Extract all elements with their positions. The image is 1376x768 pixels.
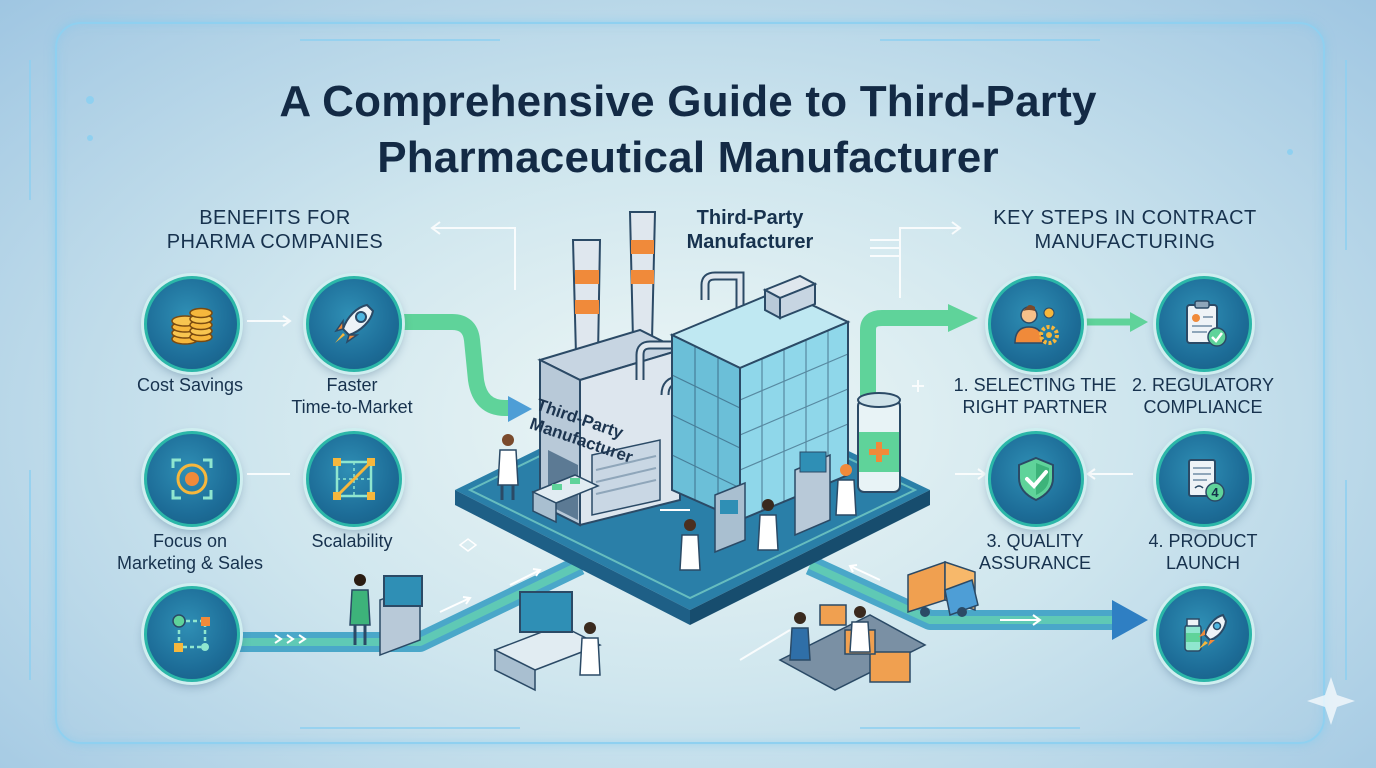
- flow-path-bottom-left: [238, 555, 585, 652]
- rocket-icon: [306, 276, 402, 372]
- step-label-line1: 4. PRODUCT: [1148, 531, 1258, 551]
- benefit-label-focus: Focus on Marketing & Sales: [90, 530, 290, 574]
- chimney-left: [571, 239, 602, 356]
- step-label-line1: 1. SELECTING THE: [953, 375, 1117, 395]
- packaging-conveyor: [778, 604, 927, 691]
- svg-text:4: 4: [1211, 485, 1219, 500]
- center-heading: Third-Party Manufacturer: [650, 206, 850, 254]
- benefit-label-line1: Faster: [326, 375, 378, 395]
- coins-icon: [144, 276, 240, 372]
- benefit-label-line2: Marketing & Sales: [116, 553, 264, 573]
- step-label-line1: 3. QUALITY: [986, 531, 1084, 551]
- scale-grid-icon: [306, 431, 402, 527]
- step-label-line2: ASSURANCE: [978, 553, 1092, 573]
- chimney-right: [628, 211, 657, 341]
- benefit-label-line1: Focus on: [152, 531, 228, 551]
- benefits-heading-line1: BENEFITS FOR: [199, 207, 351, 229]
- target-icon: [144, 431, 240, 527]
- steps-heading-line1: KEY STEPS IN CONTRACT: [993, 207, 1257, 229]
- title-line2: Pharmaceutical Manufacturer: [377, 133, 999, 182]
- medicine-tank: [857, 392, 901, 493]
- step-label-line2: LAUNCH: [1165, 553, 1240, 573]
- step-label-2: 2. REGULATORY COMPLIANCE: [1108, 374, 1298, 418]
- step-label-4: 4. PRODUCT LAUNCH: [1108, 530, 1298, 574]
- partner-gear-icon: [988, 276, 1084, 372]
- step-label-line1: 2. REGULATORY: [1131, 375, 1275, 395]
- flow-path-right-top: [860, 304, 978, 403]
- step-label-line2: RIGHT PARTNER: [962, 397, 1108, 417]
- shield-check-icon: [988, 431, 1084, 527]
- flow-path-bottom-right: [805, 555, 1148, 640]
- center-heading-line2: Manufacturer: [686, 231, 814, 253]
- page-title: A Comprehensive Guide to Third-Party Pha…: [150, 74, 1226, 186]
- data-desk-workers: [349, 574, 602, 692]
- steps-heading: KEY STEPS IN CONTRACT MANUFACTURING: [955, 206, 1295, 254]
- benefit-label-line2: Time-to-Market: [291, 397, 413, 417]
- document-4-icon: 4: [1156, 431, 1252, 527]
- lab-workers: [497, 434, 857, 571]
- center-heading-line1: Third-Party: [696, 207, 804, 229]
- benefits-heading-line2: PHARMA COMPANIES: [166, 231, 384, 253]
- benefit-label-line1: Cost Savings: [136, 375, 244, 395]
- steps-heading-line2: MANUFACTURING: [1034, 231, 1216, 253]
- step-label-3: 3. QUALITY ASSURANCE: [940, 530, 1130, 574]
- benefit-label-scalability: Scalability: [262, 530, 442, 552]
- benefits-heading: BENEFITS FOR PHARMA COMPANIES: [130, 206, 420, 254]
- bottle-rocket-icon: [1156, 586, 1252, 682]
- flow-path-left-top: [394, 314, 532, 422]
- clipboard-check-icon: [1156, 276, 1252, 372]
- outer-frame: [55, 22, 1325, 744]
- delivery-truck: [907, 560, 979, 617]
- benefit-label-faster: Faster Time-to-Market: [262, 374, 442, 418]
- benefit-label-cost-savings: Cost Savings: [100, 374, 280, 396]
- title-line1: A Comprehensive Guide to Third-Party: [279, 77, 1097, 126]
- step-label-1: 1. SELECTING THE RIGHT PARTNER: [940, 374, 1130, 418]
- step-label-line2: COMPLIANCE: [1143, 397, 1263, 417]
- benefit-label-line1: Scalability: [311, 531, 393, 551]
- node-network-icon: [144, 586, 240, 682]
